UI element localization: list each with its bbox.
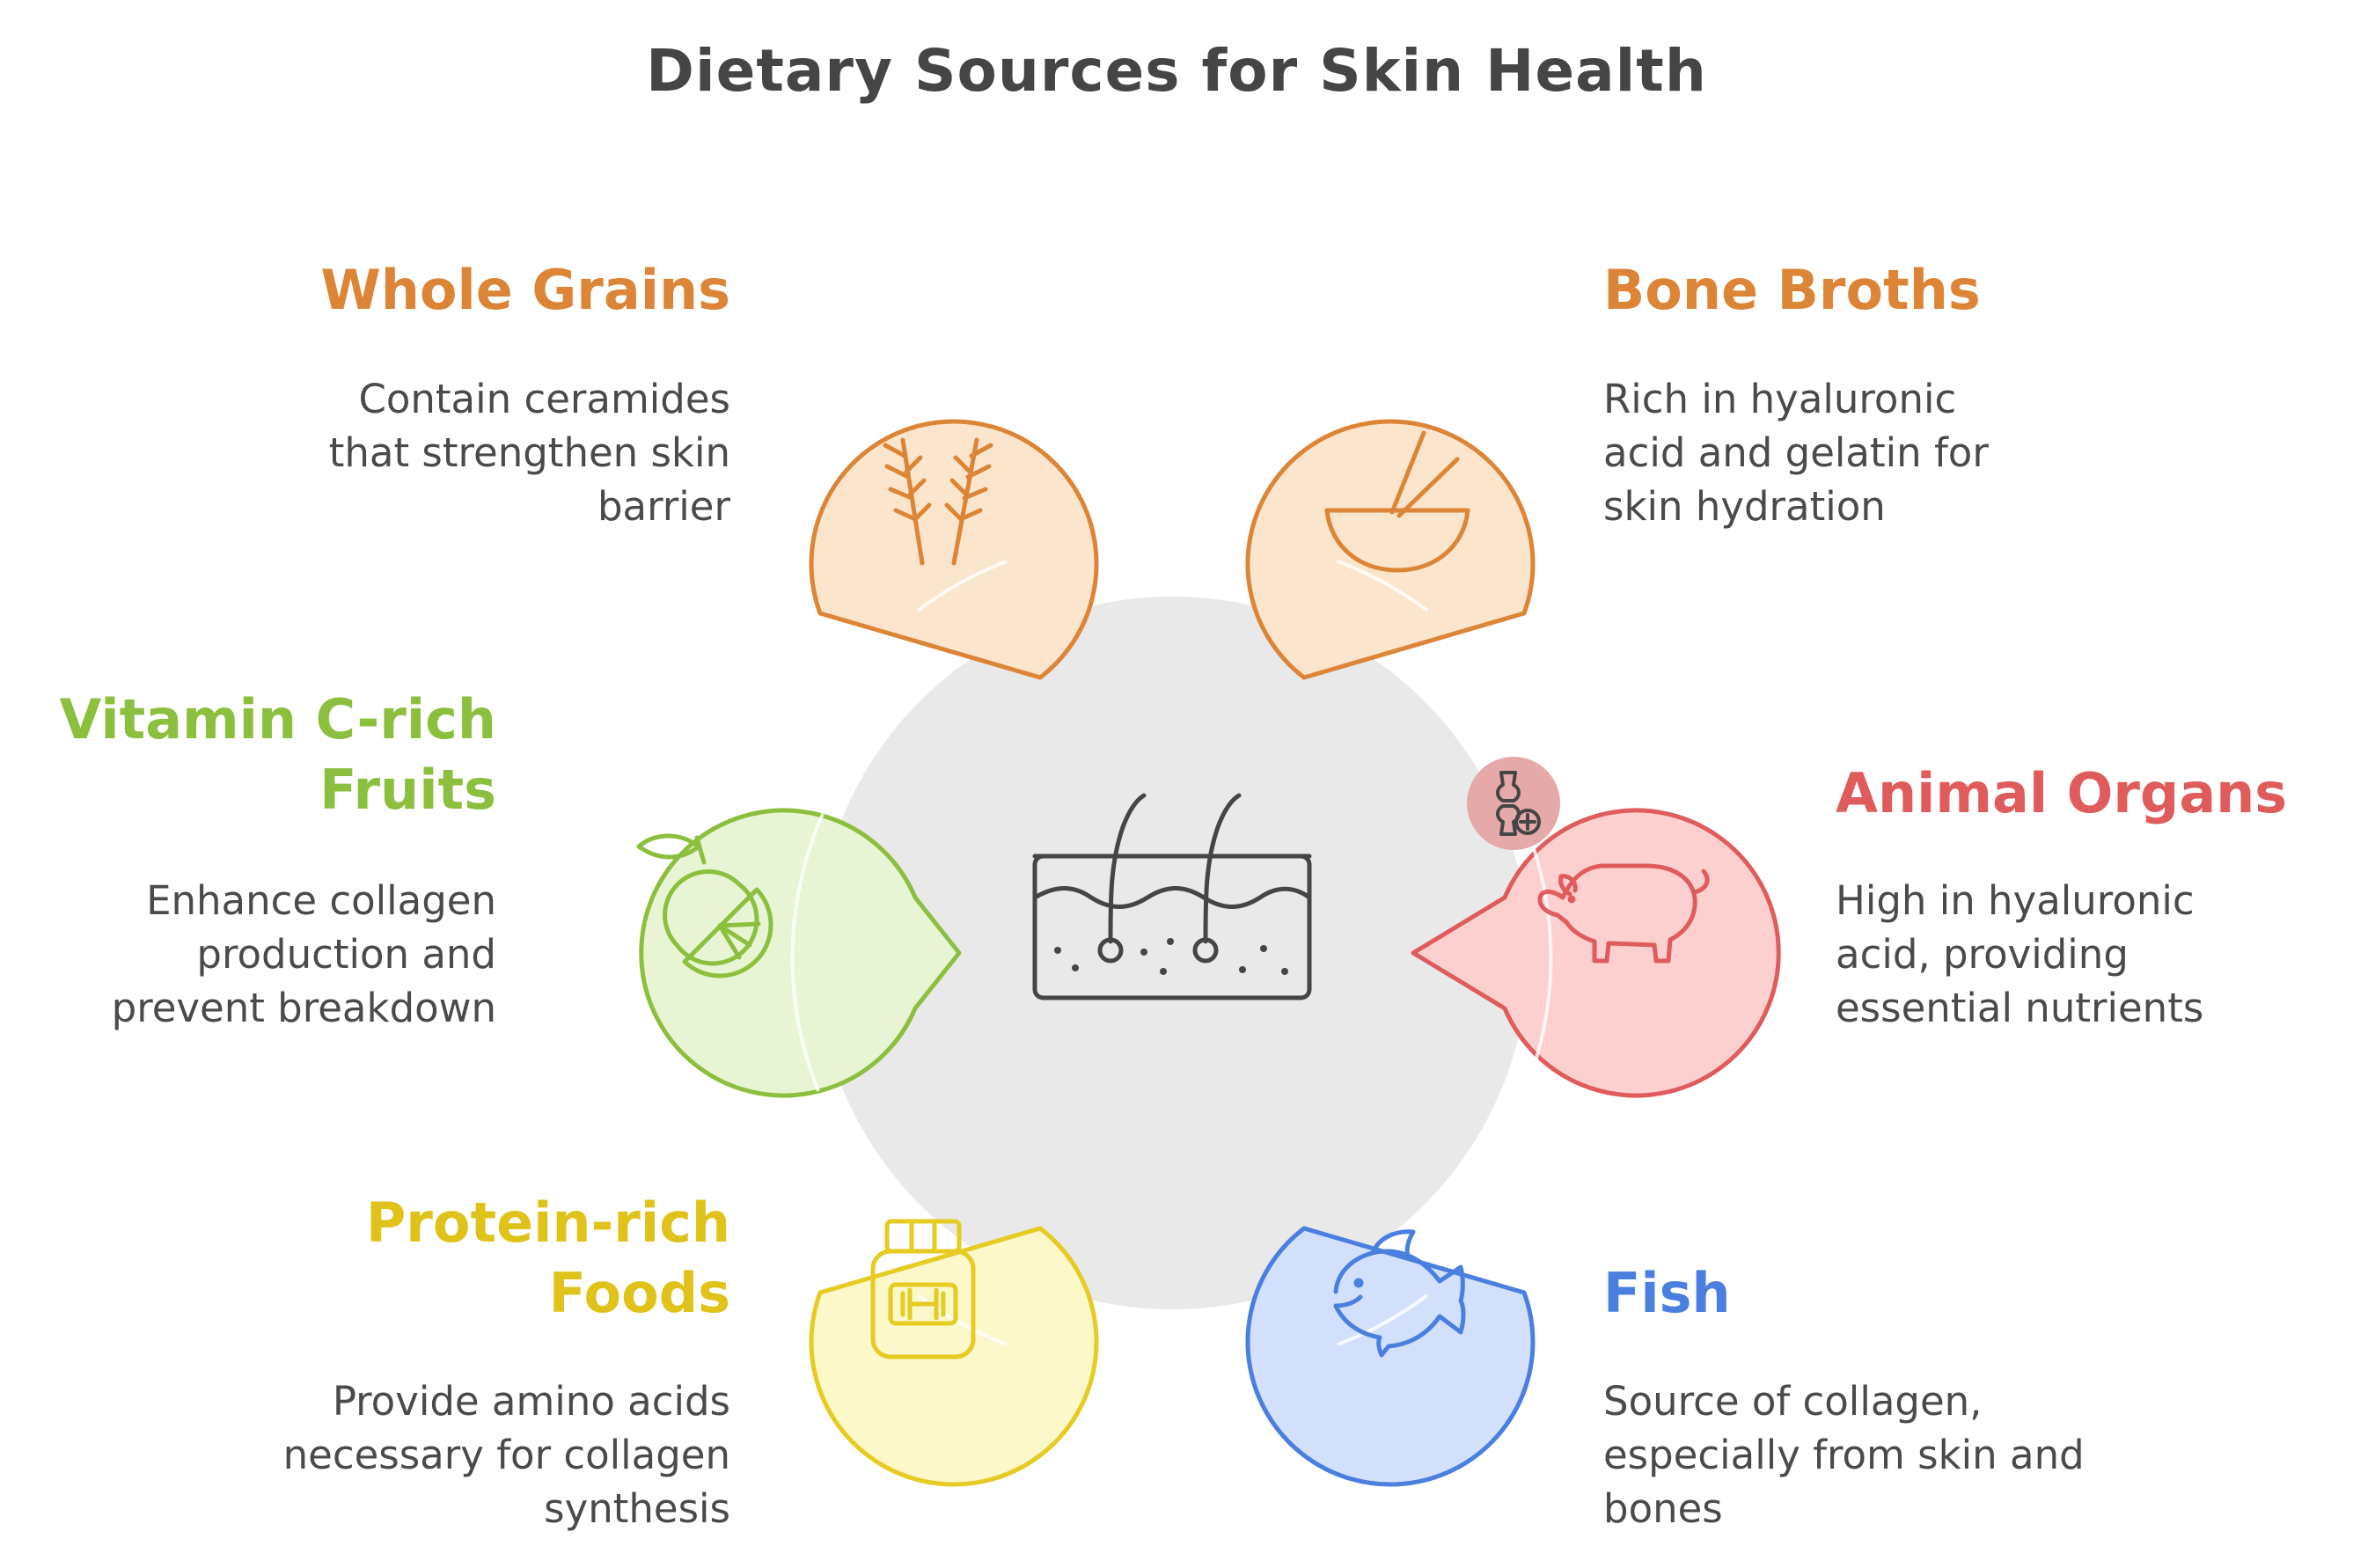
- fish-pin: [1245, 1226, 1536, 1487]
- bowl-with-chopsticks-icon: [1324, 430, 1470, 573]
- vitamin-c-label-line: Vitamin C-rich: [59, 687, 496, 751]
- protein-foods-pin: [809, 1219, 1099, 1487]
- citrus-fruit-icon: [636, 833, 773, 978]
- bone-broths-label: Bone Broths: [1603, 255, 1981, 326]
- description-line: Source of collagen,: [1603, 1378, 1983, 1425]
- fish-label: Fish: [1603, 1258, 1731, 1329]
- vitamin-c-fruits-label: Vitamin C-rich Fruits: [59, 685, 496, 825]
- bone-broths-description: Rich in hyaluronic acid and gelatin for …: [1603, 372, 1989, 533]
- fish-description: Source of collagen, especially from skin…: [1603, 1374, 2085, 1535]
- whole-grains-description: Contain ceramides that strengthen skin b…: [329, 372, 730, 533]
- vitamin-c-fruits-description: Enhance collagen production and prevent …: [112, 874, 496, 1035]
- description-line: bones: [1603, 1485, 1723, 1532]
- description-line: Enhance collagen: [146, 877, 496, 924]
- protein-foods-description: Provide amino acids necessary for collag…: [283, 1374, 730, 1535]
- whole-grains-label: Whole Grains: [320, 255, 730, 326]
- whole-grains-pin: [809, 419, 1099, 680]
- description-line: Rich in hyaluronic: [1603, 376, 1957, 422]
- description-line: skin hydration: [1603, 483, 1886, 530]
- skin-hair-follicle-icon: [1032, 793, 1312, 1000]
- diagram-title: Dietary Sources for Skin Health: [646, 37, 1707, 105]
- bone-broths-label-text: Bone Broths: [1603, 258, 1981, 322]
- vitamin-c-label-line: Fruits: [319, 758, 496, 822]
- description-line: Contain ceramides: [358, 376, 730, 422]
- protein-label-line: Foods: [548, 1261, 730, 1325]
- description-line: especially from skin and: [1603, 1432, 2085, 1478]
- protein-foods-label: Protein-rich Foods: [366, 1188, 730, 1329]
- description-line: barrier: [597, 483, 730, 530]
- animal-organs-label: Animal Organs: [1836, 758, 2287, 829]
- joint-health-icon: [1467, 757, 1560, 850]
- animal-organs-pin: [1411, 757, 1781, 1098]
- bone-broths-pin: [1245, 419, 1536, 680]
- description-line: acid, providing: [1836, 931, 2129, 978]
- center-circle: [816, 597, 1528, 1309]
- description-line: acid and gelatin for: [1603, 429, 1989, 476]
- fish-icon: [1333, 1229, 1466, 1358]
- vitamin-c-fruits-pin: [636, 808, 962, 1098]
- description-line: High in hyaluronic: [1836, 877, 2195, 924]
- description-line: that strengthen skin: [328, 429, 730, 476]
- whole-grains-label-text: Whole Grains: [320, 258, 730, 322]
- protein-label-line: Protein-rich: [365, 1191, 730, 1255]
- animal-organs-label-text: Animal Organs: [1836, 761, 2288, 825]
- description-line: necessary for collagen: [282, 1432, 730, 1478]
- fish-label-text: Fish: [1603, 1261, 1731, 1325]
- animal-organs-description: High in hyaluronic acid, providing essen…: [1836, 874, 2203, 1035]
- description-line: essential nutrients: [1836, 985, 2204, 1031]
- description-line: production and: [196, 931, 496, 978]
- description-line: Provide amino acids: [332, 1378, 730, 1425]
- description-line: synthesis: [544, 1485, 730, 1532]
- pig-icon: [1537, 863, 1710, 964]
- wheat-icon: [883, 437, 993, 566]
- description-line: prevent breakdown: [111, 985, 496, 1031]
- protein-jar-icon: [870, 1219, 976, 1359]
